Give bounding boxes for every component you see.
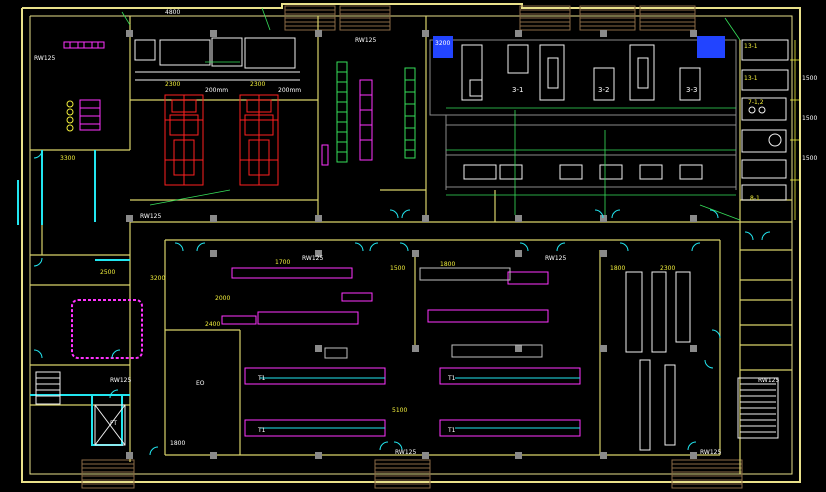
rw-tag-left-stair: RW125 xyxy=(110,377,131,384)
dim-5100: 5100 xyxy=(392,407,407,414)
equipment-units xyxy=(461,44,703,180)
rw-tag-top-mid: RW125 xyxy=(355,37,376,44)
elevator xyxy=(94,404,126,446)
rw-tag-top-left: RW125 xyxy=(34,55,55,62)
rw-tag-bottom-right: RW125 xyxy=(700,449,721,456)
interior-walls xyxy=(30,16,792,474)
rw-tag-bottom-mid: RW125 xyxy=(395,449,416,456)
module-3-3: 3-3 xyxy=(686,86,697,94)
outer-walls xyxy=(21,3,801,483)
dim-2400: 2400 xyxy=(205,321,220,328)
rw-tag-mid-left: RW125 xyxy=(140,213,161,220)
right-col-dim-2: 1500 xyxy=(802,115,817,122)
rw-tag-mid-center: RW125 xyxy=(302,255,323,262)
dim-2500: 2500 xyxy=(100,269,115,276)
dim-1500: 1500 xyxy=(390,265,405,272)
tag-13-1-b: 13-1 xyxy=(744,75,758,82)
green-racks xyxy=(336,61,416,163)
dim-3300: 3300 xyxy=(60,155,75,162)
equipment-green-dims xyxy=(446,107,736,215)
dim-2300-a: 2300 xyxy=(165,81,180,88)
label-1800: 1800 xyxy=(170,440,185,447)
top-dimension-label: 4800 xyxy=(165,9,180,16)
tag-13-1: 13-1 xyxy=(744,43,758,50)
bottom-cyan-items xyxy=(260,377,580,429)
dim-2300-b: 2300 xyxy=(250,81,265,88)
dim-200-b: 200mm xyxy=(278,87,301,94)
red-machine-right xyxy=(239,94,279,186)
module-3-1: 3-1 xyxy=(512,86,523,94)
top-left-office-furniture xyxy=(63,41,105,131)
dim-1800: 1800 xyxy=(440,261,455,268)
module-3-2: 3-2 xyxy=(598,86,609,94)
table-label-t1-a: T1 xyxy=(257,375,266,382)
columns xyxy=(126,30,697,459)
label-eo: EO xyxy=(196,380,205,387)
dim-2300-c: 2300 xyxy=(660,265,675,272)
cyan-partitions xyxy=(17,150,130,446)
green-leader-lines xyxy=(121,7,741,221)
blue-boxes xyxy=(433,36,725,58)
table-label-t1-d: T1 xyxy=(447,427,456,434)
tag-7-1-2: 7-1,2 xyxy=(748,99,764,106)
green-circles xyxy=(66,100,74,132)
door-swings xyxy=(33,149,771,456)
top-center-rooms xyxy=(134,37,300,81)
label-ft: FT xyxy=(110,420,117,427)
rw-tag-right-stair: RW125 xyxy=(758,377,779,384)
right-col-dim-1: 1500 xyxy=(802,75,817,82)
table-label-t1-b: T1 xyxy=(257,427,266,434)
equipment-grid xyxy=(429,39,737,190)
dim-1700: 1700 xyxy=(275,259,290,266)
right-col-dim-3: 1500 xyxy=(802,155,817,162)
left-stairs xyxy=(35,371,61,405)
bottom-gray-benches xyxy=(324,267,543,359)
dim-2000: 2000 xyxy=(215,295,230,302)
table-label-t1-c: T1 xyxy=(447,375,456,382)
right-yellow-dims xyxy=(790,40,800,220)
dim-1800-b: 1800 xyxy=(610,265,625,272)
red-machine-left xyxy=(164,94,204,186)
right-side-equipment xyxy=(741,39,789,201)
dim-200-a: 200mm xyxy=(205,87,228,94)
top-stair-hatches xyxy=(284,5,696,31)
tag-3200: 3200 xyxy=(435,40,450,47)
magenta-racks-top xyxy=(321,79,373,166)
dim-3200: 3200 xyxy=(150,275,165,282)
left-middle-dashed-room xyxy=(71,299,143,359)
right-stairs xyxy=(737,377,779,439)
tag-8-1: 8-1 xyxy=(750,195,760,202)
bottom-stair-hatches xyxy=(81,459,743,489)
rw-tag-center-right: RW125 xyxy=(545,255,566,262)
right-shelves xyxy=(625,271,691,451)
